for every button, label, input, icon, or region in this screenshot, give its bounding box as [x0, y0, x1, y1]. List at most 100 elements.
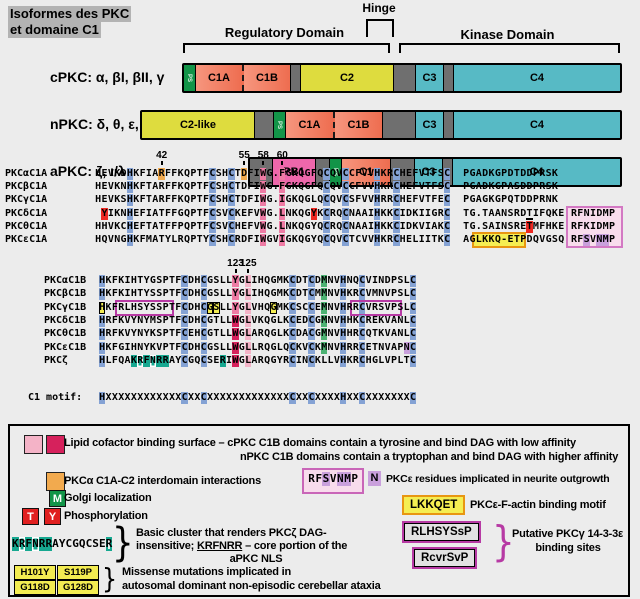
neurite-motif-box: RFSVNMP	[302, 468, 365, 494]
hinge-label: Hinge	[362, 1, 396, 15]
diagram-row-label-npkc: nPKC: δ, θ, ε, η	[50, 116, 152, 132]
residue-number-tick	[160, 161, 163, 165]
legend-lightpink-swatch	[24, 435, 43, 454]
mutations-line1: Missense mutations implicated in	[122, 566, 292, 578]
neurite-motif: RFSVNMP	[308, 472, 359, 486]
residue-number-tick	[247, 269, 250, 273]
nls-core-underlined: KRFNRR	[196, 540, 243, 552]
alignment-row-label: PKCβC1B	[44, 288, 87, 300]
mutations-line2: autosomal dominant non-episodic cerebell…	[122, 580, 381, 592]
hinge-bracket	[366, 19, 394, 37]
kinase-domain-bracket	[399, 43, 620, 53]
legend-box: Lipid cofactor binding surface – cPKC C1…	[8, 424, 630, 597]
basic-cluster-line2: insensitive; KRFNRR – core portion of th…	[136, 540, 348, 552]
kinase-domain-label: Kinase Domain	[460, 27, 555, 42]
domain-segment-linker	[254, 112, 273, 138]
legend-phospho-T: T	[22, 508, 39, 525]
residue-number-125: 125	[239, 258, 257, 269]
mutation-box-G118D: G118D	[14, 580, 56, 595]
residue-number-tick	[262, 161, 265, 165]
domain-segment-C1B: C1B	[242, 65, 290, 91]
domain-segment-C3: C3	[415, 112, 443, 138]
domain-segment-PS: PS	[273, 112, 285, 138]
legend-phospho-text: Phosphorylation	[64, 510, 148, 522]
domain-segment-linker	[382, 112, 415, 138]
site1433-line1: Putative PKCγ 14-3-3ε	[512, 528, 624, 540]
site1433-motif2: RcvrSvP	[414, 549, 476, 567]
figure-title-line1: Isoformes des PKC	[8, 6, 132, 22]
residue-number-123: 123	[227, 258, 244, 269]
alignment-row: HKFKIHTYGSPTFCDHCGSLLYGLIHQGMKCDTCDMNVHN…	[99, 275, 417, 287]
legend-interdomain-text: PKCα C1A-C2 interdomain interactions	[64, 475, 261, 487]
alignment-row: YIKNHEFIATFFGQPTFCSVCKEFVWG.LNKQGYKCRQCN…	[101, 207, 616, 220]
pseudosubstrate-label: PS	[186, 73, 193, 83]
diagram-row-label-apkc: aPKC: ζ, ι/λ	[50, 163, 126, 179]
alignment-row: HRFKVYNYKSPTFCEHCGTLLWGLARQGLKCDACGMNVHH…	[99, 328, 417, 341]
alignment-row-label: PKCεC1B	[44, 341, 87, 353]
alignment-row: HHVKCHEFTATFFPQPTFCSVCHEFVWG.LNKQGYQCRQC…	[95, 220, 616, 233]
neurite-text: PKCε residues implicated in neurite outg…	[386, 473, 610, 485]
annotation-box-magenta	[350, 299, 403, 316]
domain-segment-linker	[393, 65, 415, 91]
alignment-row-label: PKCγC1B	[44, 301, 87, 313]
alignment-row: HXXXXXXXXXXXXCXXCXXXXXXXXXXXXXCXXCXXXXHX…	[99, 392, 417, 405]
residue-number-55: 55	[238, 150, 250, 161]
alignment-row: HEVKDHKFIARFFKQPTFCSHCTDFIWG.FGKQGFQCQVC…	[95, 168, 558, 180]
alignment-row: HEVKNHKFTARFFKQPTFCSHCTDFIWG.FGKQGFQCQVC…	[95, 181, 558, 194]
figure-title: Isoformes des PKC et domaine C1	[8, 6, 132, 38]
alignment-row-label: PKCαC1B	[44, 275, 87, 286]
domain-segment-PS: PS	[184, 65, 195, 91]
domain-segment-linker	[443, 112, 453, 138]
alignment-row-label: PKCβC1A	[5, 181, 48, 193]
domain-segment-linker	[290, 65, 300, 91]
basic-cluster-line1: Basic cluster that renders PKCζ DAG-	[136, 527, 327, 539]
neurite-N-swatch: N	[368, 471, 381, 486]
residue-number-60: 60	[276, 150, 288, 161]
alignment-row: HRFKVYNYMSPTFCDHCGTLLWGLVKQGLKCEDCGMNVHH…	[99, 314, 417, 327]
pseudosubstrate-label: PS	[276, 120, 283, 130]
alignment-row: HQVNGHKFMATYLRQPTYCSHCRDFIWGVIGKQGYQCQVC…	[95, 234, 616, 246]
alignment-row-label: PKCαC1A	[5, 168, 48, 179]
alignment-row: HKFRLHSYSSPTFCDHCGSLLYGLVHQGMKCSCCEMNVHR…	[99, 301, 417, 314]
mutations-brace: }	[102, 562, 118, 595]
alignment-row: HLFQAKRFNRRAYCGQCSERIWGLARQGYRCINCKLLVHK…	[99, 354, 417, 367]
domain-segment-C2-like: C2-like	[142, 112, 254, 138]
domain-segment-C2: C2	[300, 65, 393, 91]
residue-number-tick	[243, 161, 246, 165]
site1433-brace: }	[492, 517, 515, 566]
legend-golgi-text: Golgi localization	[64, 492, 152, 504]
residue-number-tick	[234, 269, 237, 273]
domain-segment-C4: C4	[453, 112, 620, 138]
site1433-motif2-box: RcvrSvP	[412, 547, 478, 569]
legend-golgi-letter: M	[49, 490, 66, 507]
figure-title-line2: et domaine C1	[8, 22, 101, 38]
factin-motif-box: LKKQET	[402, 495, 466, 515]
factin-text: PKCε-F-actin binding motif	[470, 499, 606, 511]
basic-cluster-motif: KRFNRRAYCGQCSER	[12, 537, 113, 551]
legend-lipid-line1: Lipid cofactor binding surface – cPKC C1…	[64, 437, 576, 449]
site1433-line2: binding sites	[535, 542, 601, 554]
alignment-row-label: PKCγC1A	[5, 194, 48, 206]
residue-number-42: 42	[156, 150, 168, 161]
regulatory-domain-label: Regulatory Domain	[224, 25, 345, 40]
alignment-row-label: PKCθC1B	[44, 328, 87, 340]
site1433-motif1: RLHSYSsP	[404, 523, 479, 541]
residue-number-58: 58	[257, 150, 269, 161]
basic-cluster-brace: }	[112, 520, 134, 566]
alignment-row-label: PKCζ	[44, 354, 69, 366]
annotation-box-magenta	[115, 299, 174, 316]
mutation-box-H101Y: H101Y	[14, 565, 56, 580]
domain-segment-C1B: C1B	[333, 112, 382, 138]
mutation-box-G128D: G128D	[57, 580, 99, 595]
domain-segment-C4: C4	[452, 159, 620, 185]
alignment-row-label: PKCδC1A	[5, 207, 48, 219]
domain-segment-C4: C4	[453, 65, 620, 91]
legend-lipid-line2: nPKC C1B domains contain a tryptophan an…	[240, 451, 619, 463]
domain-segment-C1A: C1A	[285, 112, 333, 138]
domain-segment-C1: C1	[341, 159, 390, 185]
residue-number-tick	[281, 161, 284, 165]
alignment-row: HEVKSHKFTARFFKQPTFCSHCTDFIWG.IGKQGLQCQVC…	[95, 194, 558, 207]
